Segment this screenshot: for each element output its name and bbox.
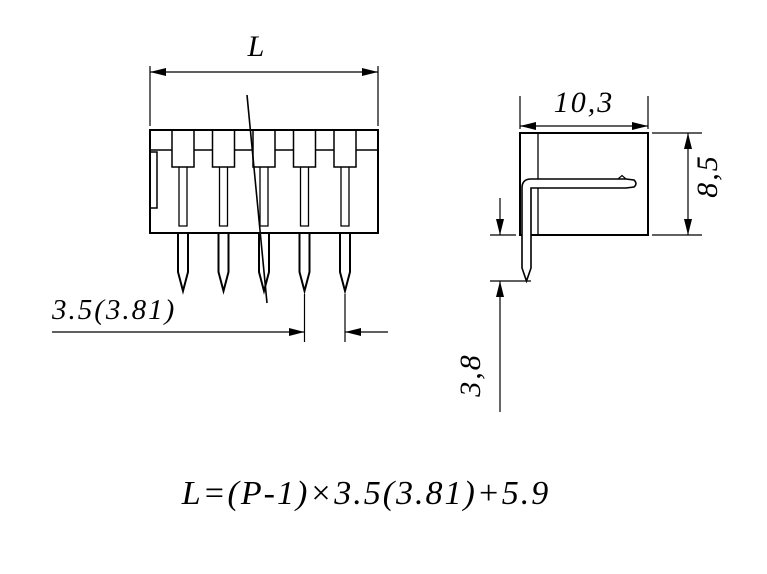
front-pins xyxy=(177,233,351,295)
dim-label-width: 10,3 xyxy=(553,86,615,119)
dim-length-lines xyxy=(149,66,379,126)
dim-pitch-lines xyxy=(52,294,388,342)
side-view-drawing xyxy=(490,96,702,412)
dim-label-height: 8,5 xyxy=(691,154,724,198)
break-line xyxy=(246,94,268,304)
front-left-notch xyxy=(150,151,158,209)
formula-text: L=(P-1)×3.5(3.81)+5.9 xyxy=(181,475,551,512)
side-housing-outline xyxy=(519,132,649,236)
dim-label-pitch: 3.5(3.81) xyxy=(52,294,177,326)
dim-pin-protrusion-lines xyxy=(490,198,531,412)
front-view-drawing xyxy=(52,66,388,342)
front-slots xyxy=(171,130,357,168)
front-housing-outline xyxy=(149,129,379,234)
dim-label-pin-protrusion: 3,8 xyxy=(454,353,487,397)
dim-label-length: L xyxy=(247,30,267,63)
dim-height-lines xyxy=(652,132,702,236)
side-bent-pin xyxy=(521,174,637,284)
dim-width-lines xyxy=(519,96,649,130)
front-contact-cavities xyxy=(178,167,350,227)
